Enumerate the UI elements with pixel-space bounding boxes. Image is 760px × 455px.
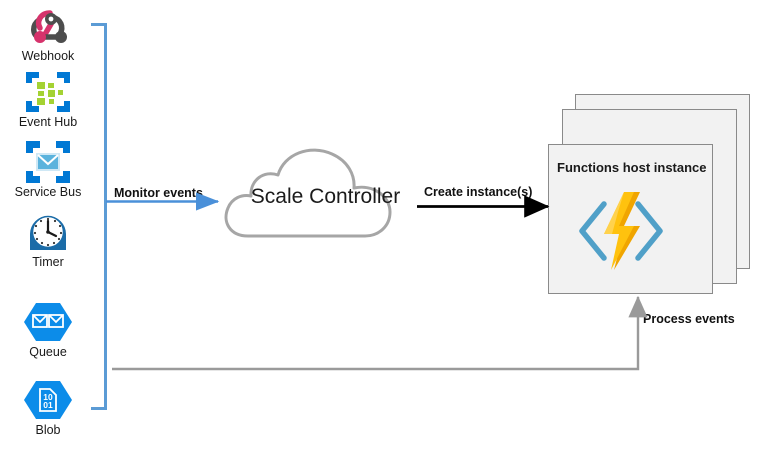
timer-icon [0, 210, 96, 254]
edge-label-process-events: Process events [643, 312, 735, 326]
trigger-label-blob: Blob [35, 423, 61, 437]
blob-icon: 10 01 [0, 378, 96, 422]
event-hub-icon [0, 70, 96, 114]
trigger-label-servicebus: Service Bus [14, 185, 82, 199]
blob-icon-text-line2: 01 [43, 400, 53, 410]
functions-host-title: Functions host instance [557, 160, 707, 175]
trigger-item-queue[interactable]: Queue [0, 300, 96, 359]
trigger-label-eventhub: Event Hub [18, 115, 78, 129]
blob-icon-text-line1: 10 [43, 392, 53, 402]
queue-icon [0, 300, 96, 344]
service-bus-icon [0, 140, 96, 184]
trigger-item-eventhub[interactable]: Event Hub [0, 70, 96, 129]
trigger-label-timer: Timer [32, 255, 64, 269]
trigger-item-blob[interactable]: 10 01 Blob [0, 378, 96, 437]
webhook-icon [0, 4, 96, 48]
trigger-label-webhook: Webhook [21, 49, 75, 63]
trigger-item-servicebus[interactable]: Service Bus [0, 140, 96, 199]
edge-label-create-instances: Create instance(s) [424, 185, 533, 199]
trigger-label-queue: Queue [29, 345, 67, 359]
trigger-item-webhook[interactable]: Webhook [0, 4, 96, 63]
edge-process-events [112, 295, 648, 371]
scale-controller-cloud[interactable] [218, 118, 433, 243]
trigger-item-timer[interactable]: Timer [0, 210, 96, 269]
functions-host-box-front[interactable] [548, 144, 713, 294]
scale-controller-label: Scale Controller [250, 185, 401, 208]
edge-label-monitor-events: Monitor events [114, 186, 203, 200]
azure-functions-logo [578, 190, 664, 272]
